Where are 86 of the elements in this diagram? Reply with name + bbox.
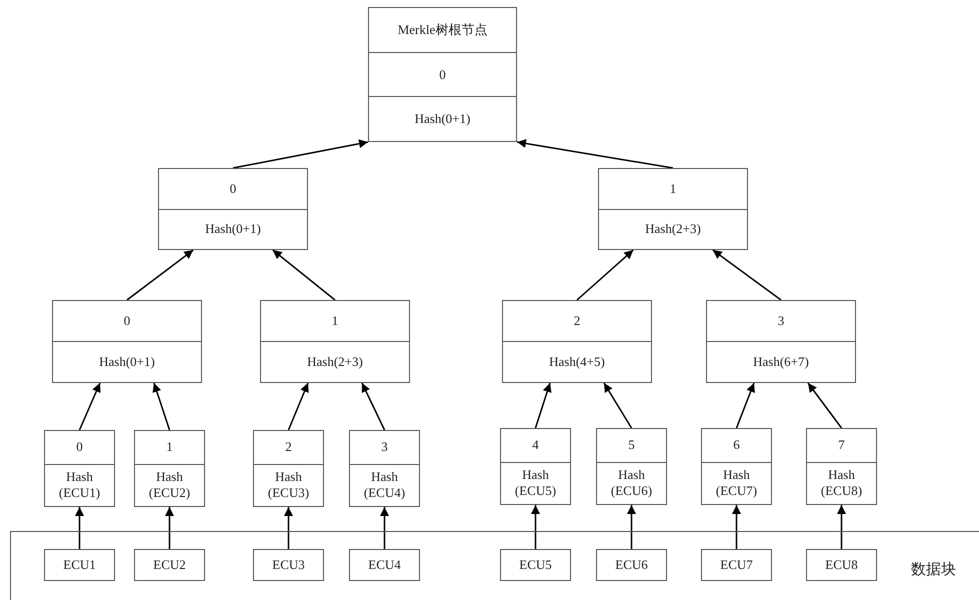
ecu-box <box>806 549 877 581</box>
node-index: 1 <box>332 313 338 329</box>
ecu-label: ECU6 <box>615 557 648 573</box>
hash-box <box>706 300 856 383</box>
leaf-box <box>44 430 115 507</box>
root-title: Merkle树根节点 <box>398 22 488 38</box>
arrow <box>732 505 741 549</box>
arrow <box>534 382 552 428</box>
arrow <box>152 382 170 430</box>
arrow <box>627 505 636 549</box>
node-index: 0 <box>439 66 446 82</box>
ecu-label: ECU8 <box>825 557 858 573</box>
arrow <box>837 505 846 549</box>
root-box <box>368 7 517 142</box>
leaf-box <box>701 428 772 505</box>
arrow <box>576 249 634 301</box>
ecu-box <box>44 549 115 581</box>
arrow <box>78 382 101 430</box>
hash-label: Hash (ECU3) <box>266 469 310 502</box>
node-index: 6 <box>733 437 740 454</box>
hash-box <box>158 168 308 250</box>
hash-label: Hash(0+1) <box>205 221 261 238</box>
arrow <box>361 382 386 430</box>
hash-box <box>260 300 410 383</box>
node-index: 1 <box>166 439 173 456</box>
leaf-box <box>253 430 324 507</box>
hash-label: Hash(2+3) <box>307 354 363 370</box>
hash-label: Hash (ECU1) <box>58 469 102 502</box>
leaf-box <box>806 428 877 505</box>
node-index: 0 <box>76 439 83 456</box>
ecu-box <box>253 549 324 581</box>
data-block-area <box>10 531 979 600</box>
node-index: 2 <box>574 313 580 329</box>
arrow <box>712 249 782 301</box>
leaf-box <box>500 428 571 505</box>
arrow <box>807 382 842 428</box>
arrow <box>284 507 293 549</box>
ecu-label: ECU5 <box>519 557 552 573</box>
arrow <box>380 507 389 549</box>
leaf-box <box>596 428 667 505</box>
leaf-box <box>134 430 205 507</box>
area-label: 数据块 <box>911 560 956 579</box>
node-index: 0 <box>124 313 130 329</box>
arrow <box>516 139 674 169</box>
hash-label: Hash (ECU6) <box>610 467 654 500</box>
hash-label: Hash (ECU5) <box>514 467 558 500</box>
arrow <box>736 382 755 428</box>
arrow <box>288 382 309 430</box>
hash-label: Hash(4+5) <box>549 354 605 370</box>
hash-box <box>598 168 748 250</box>
hash-label: Hash(2+3) <box>645 221 701 238</box>
node-index: 0 <box>230 180 236 197</box>
hash-label: Hash (ECU7) <box>714 467 758 500</box>
ecu-box <box>349 549 420 581</box>
hash-label: Hash(0+1) <box>414 111 470 128</box>
arrow <box>232 139 368 169</box>
ecu-label: ECU1 <box>63 557 96 573</box>
arrow <box>531 505 540 549</box>
hash-label: Hash (ECU2) <box>148 469 192 502</box>
arrow <box>272 249 336 301</box>
hash-label: Hash (ECU8) <box>820 467 864 500</box>
hash-label: Hash(6+7) <box>753 354 809 370</box>
node-index: 7 <box>838 437 845 454</box>
arrow <box>126 249 194 301</box>
hash-label: Hash (ECU4) <box>362 469 406 502</box>
ecu-box <box>596 549 667 581</box>
ecu-label: ECU3 <box>272 557 305 573</box>
hash-label: Hash(0+1) <box>99 354 155 370</box>
arrow <box>603 382 632 428</box>
node-index: 3 <box>778 313 784 329</box>
ecu-box <box>701 549 772 581</box>
ecu-box <box>134 549 205 581</box>
node-index: 3 <box>381 439 388 456</box>
node-index: 5 <box>628 437 635 454</box>
ecu-label: ECU2 <box>153 557 186 573</box>
node-index: 4 <box>532 437 539 454</box>
ecu-label: ECU4 <box>368 557 401 573</box>
node-index: 1 <box>670 180 676 197</box>
leaf-box <box>349 430 420 507</box>
arrow <box>165 507 174 549</box>
ecu-box <box>500 549 571 581</box>
ecu-label: ECU7 <box>720 557 753 573</box>
arrow <box>75 507 84 549</box>
node-index: 2 <box>285 439 292 456</box>
hash-box <box>52 300 202 383</box>
hash-box <box>502 300 652 383</box>
